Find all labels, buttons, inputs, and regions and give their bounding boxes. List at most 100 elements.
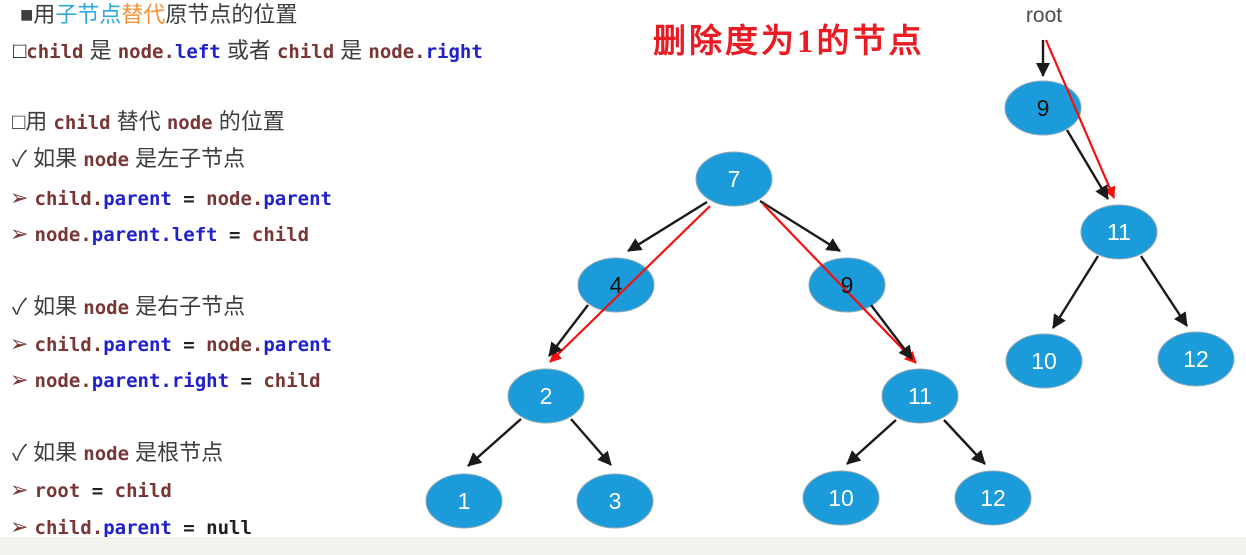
text-segment: parent xyxy=(263,188,332,210)
text-segment: root xyxy=(34,480,81,502)
text-segment: node. xyxy=(206,188,264,210)
text-segment: child. xyxy=(34,334,104,356)
text-segment: ✓ xyxy=(12,440,34,465)
text-segment: node xyxy=(83,297,130,319)
slide-title: 删除度为1的节点 xyxy=(653,24,925,60)
text-segment: ➢ xyxy=(10,477,35,502)
text-segment: 或者 xyxy=(220,38,277,63)
tree-node-label: 9 xyxy=(1037,95,1050,121)
tree-edge xyxy=(1139,255,1189,327)
text-segment: parent.left xyxy=(91,224,218,246)
text-segment: = xyxy=(80,480,115,502)
tree-node-2 xyxy=(507,368,585,424)
text-segment: child xyxy=(26,41,84,63)
text-segment: ✓ xyxy=(12,294,34,319)
text-segment: parent xyxy=(103,517,172,539)
text-segment: left xyxy=(174,41,221,63)
text-segment: child xyxy=(251,224,310,246)
text-segment: = xyxy=(229,370,264,392)
text-segment: parent xyxy=(103,188,172,210)
tree-node-11 xyxy=(1080,204,1158,260)
text-segment: child xyxy=(263,370,321,392)
text-segment: 是 xyxy=(334,38,369,63)
text-segment: node. xyxy=(34,370,92,392)
tree-node-10 xyxy=(802,470,880,526)
text-segment: = xyxy=(171,517,207,539)
text-segment: child xyxy=(53,112,111,134)
text-line: ➢ root = child xyxy=(10,477,172,502)
text-segment: node xyxy=(83,443,130,465)
tree-edge xyxy=(1051,255,1100,329)
text-line: ➢ node.parent.right = child xyxy=(10,367,321,392)
text-segment: 替代 xyxy=(121,2,166,27)
text-segment: □ xyxy=(13,38,27,63)
text-segment: right xyxy=(425,41,483,63)
text-segment: 用 xyxy=(33,2,56,27)
replacement-edge xyxy=(1044,39,1116,199)
tree-edge xyxy=(570,418,612,466)
text-segment: child xyxy=(276,41,335,63)
text-segment: 是根节点 xyxy=(129,440,224,465)
text-segment: parent.right xyxy=(91,370,230,392)
tree-node-3 xyxy=(576,473,654,529)
text-segment: = xyxy=(171,334,207,356)
footer-band xyxy=(0,537,1246,555)
text-line: ➢ child.parent = node.parent xyxy=(10,185,332,210)
text-segment: node. xyxy=(34,224,92,246)
text-segment: null xyxy=(206,517,252,539)
tree-edges-layer xyxy=(467,39,1189,467)
text-segment: ➢ xyxy=(10,185,35,210)
text-segment: child. xyxy=(34,188,104,210)
text-segment: 是左子节点 xyxy=(129,146,246,171)
text-segment: = xyxy=(217,224,252,246)
text-segment: 替代 xyxy=(110,109,167,134)
text-segment: child. xyxy=(34,517,104,539)
text-segment: ■ xyxy=(20,2,34,27)
tree-node-label: 7 xyxy=(728,166,741,192)
tree-node-label: 11 xyxy=(1107,219,1131,245)
tree-node-label: 11 xyxy=(908,383,932,409)
tree-node-1 xyxy=(425,473,503,529)
tree-edge xyxy=(627,200,708,253)
text-segment: parent xyxy=(103,334,172,356)
tree-nodes-layer xyxy=(425,80,1235,529)
tree-node-label: 3 xyxy=(609,488,622,514)
text-segment: child xyxy=(114,480,172,502)
text-line: ➢ node.parent.left = child xyxy=(10,221,310,246)
tree-node-10 xyxy=(1005,333,1083,389)
text-segment: ➢ xyxy=(10,367,35,392)
tree-node-9 xyxy=(1004,80,1082,136)
text-segment: = xyxy=(171,188,207,210)
text-segment: node. xyxy=(368,41,426,63)
text-line: ➢ child.parent = null xyxy=(10,514,252,539)
text-segment: parent xyxy=(263,334,332,356)
tree-edge xyxy=(467,418,522,467)
text-segment: 的位置 xyxy=(212,109,285,134)
tree-node-label: 1 xyxy=(458,488,471,514)
text-segment: 用 xyxy=(25,109,54,134)
text-segment: 原节点的位置 xyxy=(165,2,298,27)
text-segment: 是右子节点 xyxy=(129,294,246,319)
tree-node-label: 12 xyxy=(1183,346,1209,372)
tree-edge xyxy=(759,199,841,253)
tree-node-12 xyxy=(954,470,1032,526)
tree-node-12 xyxy=(1157,331,1235,387)
tree-edge xyxy=(846,419,897,465)
tree-node-7 xyxy=(695,151,773,207)
text-segment: □ xyxy=(12,109,26,134)
text-line: ✓ 如果 node 是根节点 xyxy=(12,440,224,465)
root-pointer-label: root xyxy=(1025,4,1063,27)
text-segment: 子节点 xyxy=(55,2,122,27)
text-line: □用 child 替代 node 的位置 xyxy=(12,109,285,134)
text-segment: ➢ xyxy=(10,514,35,539)
text-line: □child 是 node.left 或者 child 是 node.right xyxy=(13,38,483,63)
text-segment: ➢ xyxy=(10,331,35,356)
text-segment: ➢ xyxy=(10,221,35,246)
text-line: ✓ 如果 node 是左子节点 xyxy=(12,146,246,171)
tree-node-label: 10 xyxy=(1031,348,1057,374)
tree-edge xyxy=(943,419,986,465)
tree-node-label: 2 xyxy=(540,383,553,409)
